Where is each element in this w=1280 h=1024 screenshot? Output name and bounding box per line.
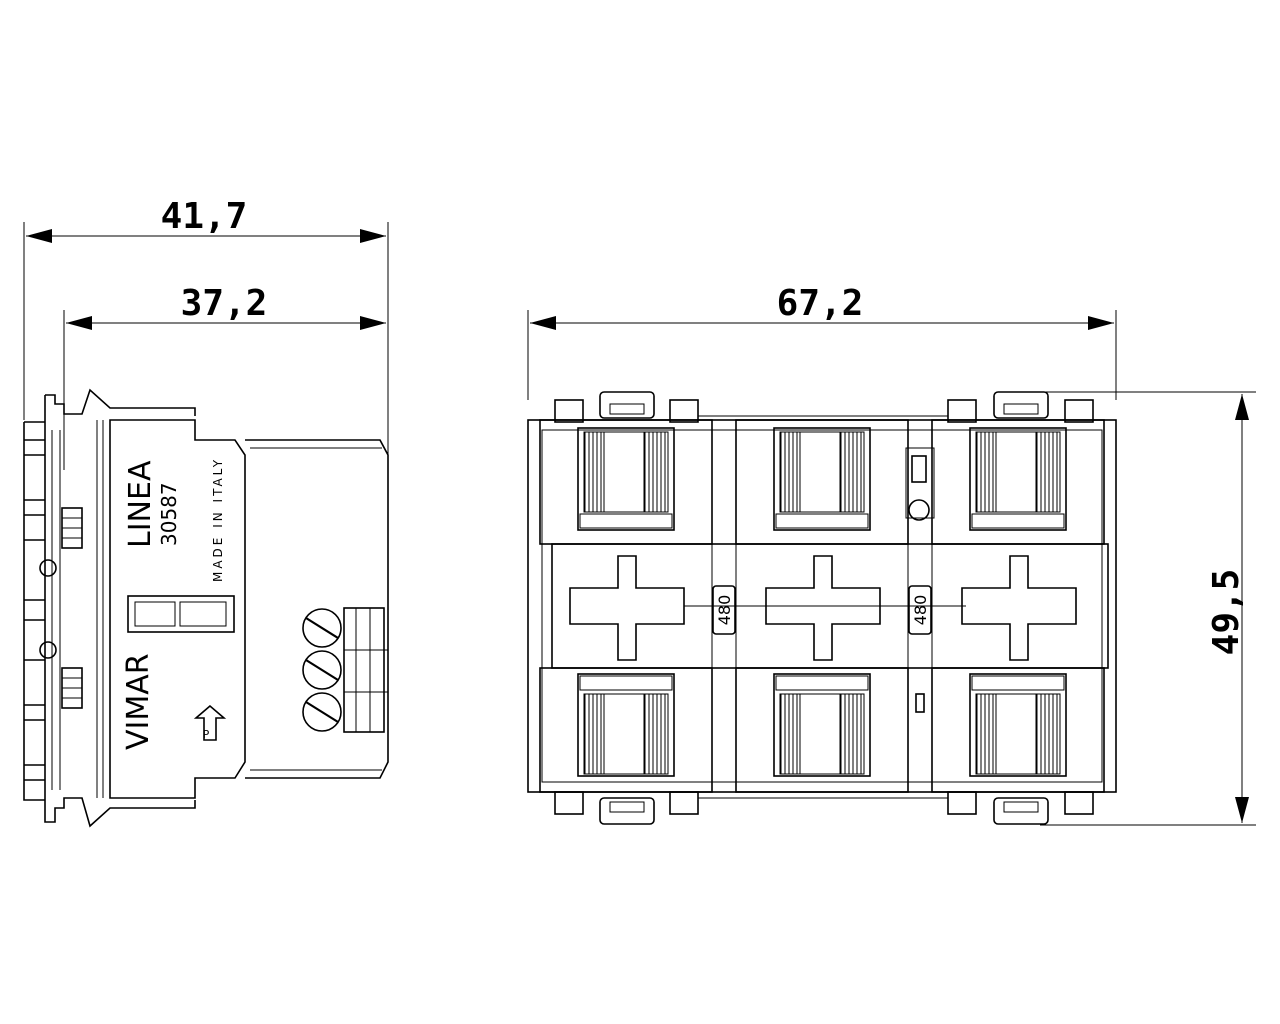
side-brand-label: VIMAR (121, 653, 156, 750)
side-origin-label: MADE IN ITALY (211, 457, 225, 582)
side-terminal-screws (302, 607, 388, 733)
svg-text:480: 480 (911, 595, 930, 626)
side-series-label: LINEA (123, 460, 158, 548)
dimension-label-67-2: 67,2 (777, 283, 864, 324)
dimension-41-7: 41,7 (23, 196, 389, 640)
front-top-tabs (554, 391, 1094, 423)
front-middle-band (551, 543, 1109, 669)
front-top-slot (911, 455, 927, 483)
side-bracket-outline (44, 388, 196, 828)
front-bottom-slot (915, 693, 925, 713)
key-module-bottom-left[interactable] (539, 667, 713, 793)
key-module-top-left[interactable] (539, 419, 713, 545)
side-screw-upper (39, 507, 83, 577)
dimension-label-49-5: 49,5 (1206, 569, 1247, 656)
dimension-label-41-7: 41,7 (161, 196, 248, 237)
key-module-top-center[interactable] (735, 419, 909, 545)
key-module-bottom-right[interactable] (931, 667, 1105, 793)
side-screw-lower (39, 641, 83, 709)
dimension-67-2: 67,2 (527, 283, 1117, 400)
front-gap-label-right: 480 (908, 585, 932, 635)
svg-text:480: 480 (715, 595, 734, 626)
dimension-37-2: 37,2 (63, 283, 386, 470)
side-body-outline (109, 419, 246, 799)
svg-text:P: P (203, 728, 210, 741)
dimension-label-37-2: 37,2 (181, 283, 268, 324)
front-alignment-pin (908, 499, 930, 521)
front-gap-label-left: 480 (712, 585, 736, 635)
dimension-49-5: 49,5 (1040, 391, 1256, 826)
side-lever (127, 595, 235, 633)
front-bottom-tabs (554, 791, 1094, 825)
side-code-label: 30587 (157, 482, 181, 546)
side-up-arrow-icon: P (193, 704, 227, 741)
side-terminal-block (245, 439, 389, 779)
front-view: 480 480 (527, 391, 1117, 825)
side-view: P LINEA 30587 MADE IN ITALY VIMAR (23, 388, 389, 828)
key-module-top-right[interactable] (931, 419, 1105, 545)
key-module-bottom-center[interactable] (735, 667, 909, 793)
